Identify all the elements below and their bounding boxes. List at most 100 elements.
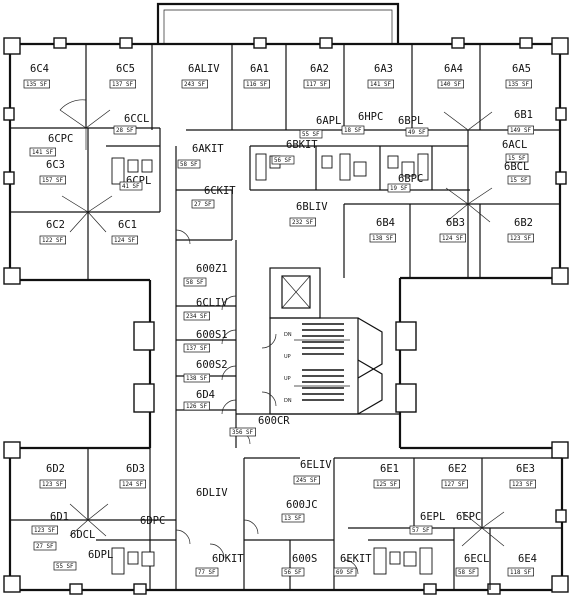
- area-tag-box: [177, 159, 201, 169]
- room-label: 6DKIT: [212, 553, 244, 565]
- room-area: 123 SF: [512, 482, 533, 488]
- area-tag-box: [183, 277, 207, 287]
- area-tag-box: [195, 567, 219, 577]
- room-label: 6HPC: [358, 111, 383, 123]
- area-tag-box: [33, 541, 57, 551]
- room-label: 6AKIT: [192, 143, 224, 155]
- area-tag-box: [243, 79, 270, 89]
- exterior-walls: [3, 2, 569, 595]
- area-tag-box: [119, 479, 146, 489]
- room-area: 56 SF: [274, 158, 292, 164]
- area-tag-box: [289, 217, 316, 227]
- stair-up-label: UP: [284, 376, 291, 382]
- room-label: 6BKIT: [286, 139, 318, 151]
- room-6e1: 6E1 125 SF: [373, 463, 400, 489]
- room-area: 149 SF: [510, 128, 531, 134]
- room-6c3: 6C3 157 SF: [39, 159, 66, 185]
- room-area: 124 SF: [114, 238, 135, 244]
- stair-dn-label: DN: [284, 398, 292, 404]
- room-area: 41 SF: [122, 184, 140, 190]
- room-label: 6CKIT: [204, 185, 236, 197]
- area-tag-box: [183, 373, 210, 383]
- room-label: 6D4: [196, 389, 215, 401]
- room-label: 6ALIV: [188, 63, 220, 75]
- room-area: 135 SF: [508, 82, 529, 88]
- room-label: 6CPC: [48, 133, 73, 145]
- room-label: 6E1: [380, 463, 399, 475]
- room-area: 58 SF: [180, 162, 198, 168]
- area-tag-box: [437, 79, 464, 89]
- room-area: 58 SF: [458, 570, 476, 576]
- room-label: 6APL: [316, 115, 341, 127]
- room-label: 6B1: [514, 109, 533, 121]
- room-label: 6BPL: [398, 115, 423, 127]
- room-label: 6B3: [446, 217, 465, 229]
- room-area: 55 SF: [302, 132, 320, 138]
- room-6akit: 6AKIT 58 SF: [177, 143, 224, 169]
- room-label: 6C3: [46, 159, 65, 171]
- area-tag-box: [369, 233, 396, 243]
- room-label: 6A1: [250, 63, 269, 75]
- area-tag-box: [303, 79, 330, 89]
- door-swings: [59, 99, 505, 575]
- area-tag-box: [293, 475, 320, 485]
- room-area: 118 SF: [510, 570, 531, 576]
- room-area: 55 SF: [56, 564, 74, 570]
- room-area: 28 SF: [116, 128, 134, 134]
- area-tag-box: [183, 311, 210, 321]
- area-tag-box: [333, 567, 357, 577]
- area-tag-box: [509, 479, 536, 489]
- area-tag-box: [507, 567, 534, 577]
- room-6bkit: 6BKIT 56 SF: [271, 139, 318, 165]
- room-area: 157 SF: [42, 178, 63, 184]
- room-area: 56 SF: [284, 570, 302, 576]
- area-tag-box: [409, 525, 433, 535]
- room-label: 600CR: [258, 415, 290, 427]
- room-area: 117 SF: [306, 82, 327, 88]
- room-label: 6C1: [118, 219, 137, 231]
- room-6dliv: 6DLIV: [196, 487, 228, 499]
- room-label: 6BLIV: [296, 201, 328, 213]
- room-area: 138 SF: [372, 236, 393, 242]
- room-label: 6EPL: [420, 511, 445, 523]
- area-tag-box: [229, 427, 256, 437]
- room-label: 6D3: [126, 463, 145, 475]
- room-area: 125 SF: [376, 482, 397, 488]
- area-tag-box: [505, 153, 529, 163]
- room-6dpl: 6DPL 55 SF: [53, 549, 113, 571]
- room-area: 15 SF: [508, 156, 526, 162]
- area-tag-box: [109, 79, 136, 89]
- room-area: 69 SF: [336, 570, 354, 576]
- upper-stair: DN UP: [284, 323, 350, 360]
- room-label: 6A4: [444, 63, 463, 75]
- room-area: 123 SF: [510, 236, 531, 242]
- area-tag-box: [39, 479, 66, 489]
- room-area: 137 SF: [186, 346, 207, 352]
- room-label: 6DPL: [88, 549, 113, 561]
- elevator-shaft: [281, 275, 311, 309]
- area-tag-box: [119, 181, 143, 191]
- room-area: 27 SF: [36, 544, 54, 550]
- room-label: 6D1: [50, 511, 69, 523]
- room-label: 6E3: [516, 463, 535, 475]
- area-tag-box: [299, 129, 323, 139]
